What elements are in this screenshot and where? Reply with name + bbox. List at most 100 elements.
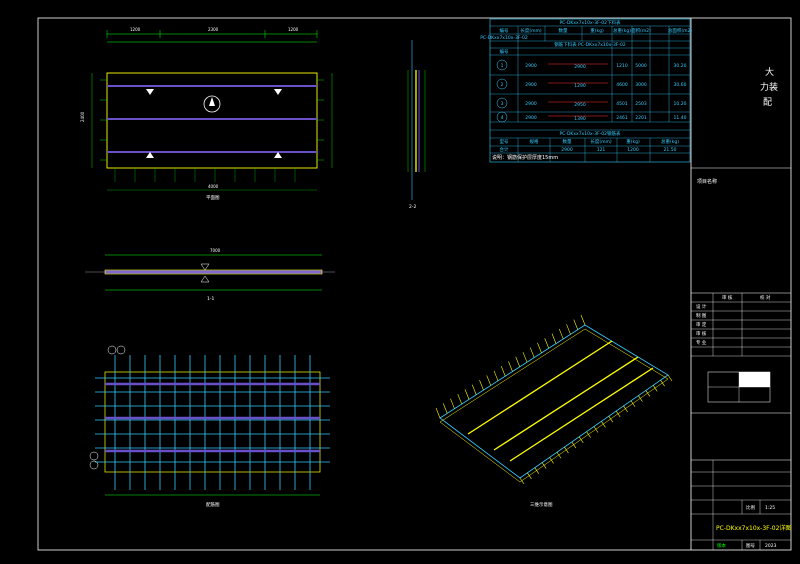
rebar-tick xyxy=(537,342,542,354)
svg-text:设 计: 设 计 xyxy=(696,303,707,310)
table-rows: 1 2900 2900 1210 5000 30.20 2 2900 1290 … xyxy=(496,59,687,123)
rebar-tick xyxy=(586,431,591,438)
rebar-tick xyxy=(573,319,579,330)
svg-text:4: 4 xyxy=(501,115,504,121)
rebar-tick xyxy=(645,390,651,397)
rebar-tick xyxy=(556,452,562,459)
plan-slab xyxy=(106,72,318,169)
rebar-tick xyxy=(566,324,571,335)
svg-text:1290: 1290 xyxy=(574,83,586,89)
svg-text:1: 1 xyxy=(501,63,504,69)
rebar-tick xyxy=(515,356,521,367)
rebar-tick xyxy=(519,477,525,485)
svg-text:30.60: 30.60 xyxy=(674,82,687,88)
rebar-tick xyxy=(435,407,441,419)
svg-text:1390: 1390 xyxy=(574,116,586,122)
svg-text:合计: 合计 xyxy=(500,146,509,153)
svg-text:1200: 1200 xyxy=(627,147,639,153)
table-header-ta: 总面积(m2) xyxy=(668,27,693,34)
svg-text:2900: 2900 xyxy=(525,101,537,107)
rebar-tick xyxy=(541,462,547,469)
rebar-tick xyxy=(493,370,499,381)
drawing-no-label: 图号 xyxy=(746,543,755,549)
svg-text:专 业: 专 业 xyxy=(696,339,707,346)
table-header-a: 面积(m2) xyxy=(631,27,651,34)
rebar-tick xyxy=(660,379,665,387)
rebar-tick xyxy=(564,446,569,454)
section-1-1-label: 1-1 xyxy=(207,296,214,302)
svg-text:4501: 4501 xyxy=(616,101,628,107)
rebar-tick xyxy=(544,338,550,349)
section-1-1: 7000 1-1 xyxy=(85,248,335,302)
svg-text:规格: 规格 xyxy=(530,138,539,145)
svg-text:2300: 2300 xyxy=(208,27,219,32)
rebar-tick xyxy=(522,352,528,363)
rebar-tick xyxy=(527,472,532,480)
table-row: 4 2900 1390 2461 2201 11.40 xyxy=(496,111,687,123)
table-row: 2 2900 1290 4600 3000 30.60 xyxy=(496,78,687,90)
table-note: 说明：钢筋保护层厚度15mm xyxy=(492,154,558,161)
rebar-tick xyxy=(486,375,492,386)
rebar-tick xyxy=(601,421,606,428)
rebar-view-label: 配筋图 xyxy=(206,501,220,508)
rebar-tick xyxy=(442,403,448,414)
svg-text:总重(kg): 总重(kg) xyxy=(661,138,679,145)
rebar-tick xyxy=(638,395,643,402)
svg-text:2900: 2900 xyxy=(561,147,573,153)
svg-text:2900: 2900 xyxy=(574,64,586,70)
company-char-2: 力装 xyxy=(760,81,778,93)
svg-text:2503: 2503 xyxy=(635,101,647,107)
svg-text:3: 3 xyxy=(501,101,504,107)
rebar-tick xyxy=(457,393,463,405)
rebar-tick xyxy=(471,384,477,395)
svg-text:重(kg): 重(kg) xyxy=(626,138,640,145)
table-header-w: 重(kg) xyxy=(590,27,604,34)
svg-text:长度(mm): 长度(mm) xyxy=(590,138,612,145)
version-label: 版本 xyxy=(717,542,726,549)
rebar-tick xyxy=(615,410,621,418)
north-arrow-icon xyxy=(203,95,221,113)
material-table: PC-DKxx7x10x-3F-02下料表 编号 长度(mm) 数量 重(kg)… xyxy=(480,18,693,163)
table-header-tw: 总重(kg) xyxy=(613,27,631,34)
svg-text:5000: 5000 xyxy=(635,63,647,69)
svg-text:4000: 4000 xyxy=(208,184,219,189)
rebar-tick xyxy=(479,379,484,391)
rebar-tick xyxy=(630,400,636,407)
svg-text:2: 2 xyxy=(501,82,504,88)
svg-text:审 定: 审 定 xyxy=(696,321,707,328)
svg-text:7000: 7000 xyxy=(210,248,221,253)
plan-view: 1200 2300 1200 xyxy=(80,27,333,201)
svg-text:2400: 2400 xyxy=(80,111,85,122)
svg-text:3000: 3000 xyxy=(635,82,647,88)
rebar-tick xyxy=(667,374,673,382)
svg-text:1200: 1200 xyxy=(130,27,141,32)
rebar-tick xyxy=(652,385,658,392)
svg-text:制 图: 制 图 xyxy=(696,312,707,319)
rebar-tick xyxy=(534,467,540,474)
table-model-row: PC-DKxx7x10x-3F-02 xyxy=(480,35,528,41)
svg-text:4600: 4600 xyxy=(616,82,628,88)
rebar-tick xyxy=(500,366,506,377)
svg-text:2900: 2900 xyxy=(525,115,537,121)
title-block: 大 力装 配 项目名称 审 核 校 对 设 计 制 图 审 定 审 核 专 业 xyxy=(691,66,791,550)
rebar-layout: 配筋图 xyxy=(89,345,330,508)
company-char-3: 配 xyxy=(763,97,772,108)
svg-text:1210: 1210 xyxy=(616,63,628,69)
svg-text:21.50: 21.50 xyxy=(664,147,677,153)
svg-text:数量: 数量 xyxy=(563,138,572,145)
scale-label: 比例 xyxy=(746,504,755,511)
plan-view-label: 平面图 xyxy=(206,195,220,201)
rebar-tick xyxy=(593,426,599,433)
iso-view-label: 三维示意图 xyxy=(530,501,553,508)
scale-value: 1:25 xyxy=(765,505,775,511)
drawing-name: PC-DKxx7x10x-3F-02详图 xyxy=(716,524,791,532)
outer-frame xyxy=(37,17,792,551)
svg-text:型号: 型号 xyxy=(500,138,509,145)
svg-text:校 对: 校 对 xyxy=(760,294,771,301)
isometric-view: 三维示意图 xyxy=(435,314,673,508)
svg-text:2950: 2950 xyxy=(574,102,586,108)
rebar-tick xyxy=(623,405,628,413)
table-header-len: 长度(mm) xyxy=(520,27,542,34)
svg-text:审 核: 审 核 xyxy=(696,330,707,337)
